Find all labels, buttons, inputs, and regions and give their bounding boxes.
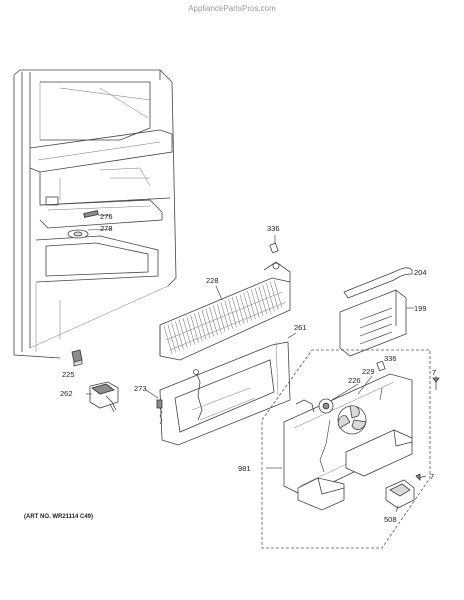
callout-508: 508 <box>384 515 397 524</box>
evaporator-fin <box>258 286 268 315</box>
part-276-shape <box>83 210 99 218</box>
callout-7-top: 7 <box>432 368 436 377</box>
callout-204: 204 <box>414 268 427 277</box>
callout-336-lower: 336 <box>384 354 397 363</box>
evaporator-fin <box>201 310 211 339</box>
callout-278: 278 <box>100 224 113 233</box>
leader-lines <box>86 285 437 513</box>
part-262-shape <box>89 381 119 413</box>
part-336-lower <box>376 360 386 372</box>
callout-261: 261 <box>294 323 307 332</box>
callout-228: 228 <box>206 276 219 285</box>
evaporator-fin <box>220 302 230 331</box>
evaporator-fin <box>254 287 264 316</box>
watermark-text: AppliancePartsPros.com <box>188 4 276 13</box>
evaporator-fin <box>171 322 180 351</box>
callout-273: 273 <box>134 384 147 393</box>
evaporator-fin <box>167 324 177 353</box>
evaporator-fin <box>163 325 173 355</box>
evaporator-fin <box>273 279 283 309</box>
evaporator-fin <box>182 318 192 347</box>
evaporator-fin <box>216 303 226 332</box>
callout-276: 276 <box>100 212 113 221</box>
part-225-shape <box>71 349 83 367</box>
callout-981: 981 <box>238 464 251 473</box>
evaporator-fin <box>232 297 241 326</box>
evaporator-fin <box>239 294 249 323</box>
callout-262: 262 <box>60 389 73 398</box>
part-273-heater <box>156 369 203 425</box>
evaporator-fin <box>266 283 275 312</box>
evaporator-fin <box>224 300 233 329</box>
evaporator-fin <box>178 319 188 348</box>
evaporator-228 <box>159 261 291 361</box>
evaporator-fin <box>194 313 203 342</box>
evaporator-fin <box>209 306 218 336</box>
screw-7-bottom <box>415 473 427 481</box>
evaporator-fin <box>186 316 195 345</box>
evaporator-fin <box>228 298 237 328</box>
screw-7-top <box>432 377 440 390</box>
refrigerator-cabinet <box>13 69 177 359</box>
part-336-top <box>269 235 279 254</box>
evaporator-fin <box>247 291 256 320</box>
callout-226: 226 <box>348 376 361 385</box>
evaporator-fin <box>190 314 199 343</box>
evaporator-fin <box>243 292 252 321</box>
evaporator-fin <box>235 295 245 324</box>
callout-225: 225 <box>62 370 75 379</box>
evaporator-fin <box>213 305 222 334</box>
callout-336-top: 336 <box>267 224 280 233</box>
callout-199: 199 <box>414 304 427 313</box>
evaporator-fin <box>262 284 271 313</box>
fan-assembly-981 <box>261 349 431 549</box>
art-number: (ART NO. WR21114 C49) <box>24 514 93 520</box>
part-199-shape <box>339 289 414 357</box>
evaporator-fin <box>175 321 184 350</box>
callout-labels: 276 278 336 228 204 199 261 225 262 273 … <box>60 212 436 524</box>
part-204-shape <box>343 267 413 299</box>
callout-229: 229 <box>362 367 375 376</box>
callout-7-bottom: 7 <box>430 472 434 481</box>
evaporator-cover-261 <box>159 332 297 446</box>
part-508-shape <box>385 479 415 509</box>
evaporator-fin <box>251 289 260 318</box>
evaporator-fin <box>197 311 207 340</box>
evaporator-fin <box>269 281 279 310</box>
evaporator-fin <box>205 308 214 337</box>
